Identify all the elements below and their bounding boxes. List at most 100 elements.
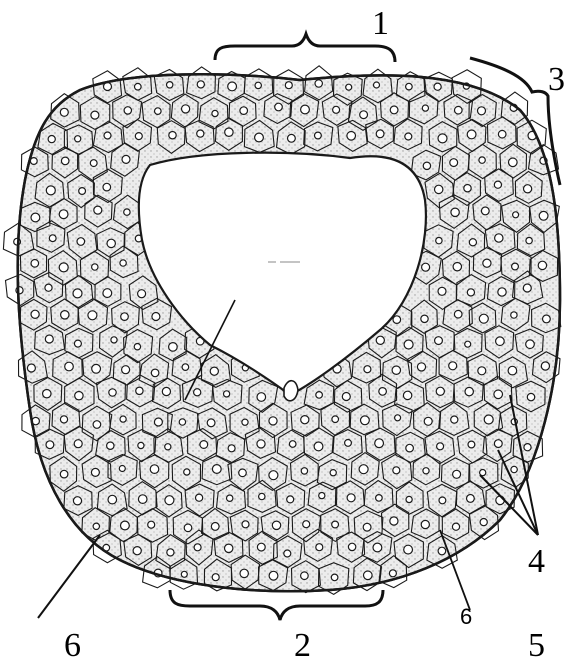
- cell-nucleus: [449, 362, 457, 370]
- cell-nucleus: [423, 468, 429, 474]
- cell-nucleus: [182, 105, 190, 113]
- cell-nucleus: [242, 419, 248, 425]
- cell-nucleus: [454, 310, 462, 318]
- cell-nucleus: [120, 260, 126, 266]
- cell-nucleus: [363, 523, 371, 531]
- cell-nucleus: [513, 212, 519, 218]
- cell-nucleus: [184, 524, 192, 532]
- cell-nucleus: [404, 340, 413, 349]
- cell-nucleus: [107, 442, 114, 449]
- cell-nucleus: [212, 574, 219, 581]
- cell-nucleus: [509, 158, 518, 167]
- cell-nucleus: [60, 470, 68, 478]
- cell-nucleus: [257, 440, 265, 448]
- cell-nucleus: [74, 340, 81, 347]
- cell-nucleus: [301, 468, 307, 474]
- cell-nucleus: [182, 364, 189, 371]
- cell-nucleus: [60, 108, 68, 116]
- cell-nucleus: [148, 521, 155, 528]
- cell-nucleus: [104, 132, 111, 139]
- cell-nucleus: [451, 208, 459, 216]
- cell-nucleus: [301, 572, 309, 580]
- cell-nucleus: [138, 442, 144, 448]
- cell-nucleus: [212, 110, 218, 116]
- cell-nucleus: [285, 82, 292, 89]
- cell-nucleus: [395, 415, 401, 421]
- cell-nucleus: [316, 392, 323, 399]
- cell-nucleus: [31, 213, 40, 222]
- cell-nucleus: [393, 316, 401, 324]
- cell-nucleus: [150, 465, 159, 474]
- cell-nucleus: [316, 544, 323, 551]
- cell-nucleus: [255, 82, 261, 88]
- cell-nucleus: [133, 547, 141, 555]
- cell-nucleus: [284, 550, 291, 557]
- cell-nucleus: [451, 416, 458, 423]
- cell-nucleus: [93, 421, 101, 429]
- cell-nucleus: [121, 521, 130, 530]
- label-1: 1: [372, 5, 389, 42]
- cell-nucleus: [138, 290, 146, 298]
- cell-nucleus: [242, 521, 249, 528]
- cell-nucleus: [60, 416, 67, 423]
- cell-nucleus: [269, 571, 278, 580]
- cell-nucleus: [75, 392, 83, 400]
- cell-nucleus: [421, 520, 429, 528]
- cell-nucleus: [165, 496, 174, 505]
- cell-nucleus: [169, 343, 178, 352]
- cell-nucleus: [453, 470, 461, 478]
- cell-nucleus: [345, 440, 352, 447]
- label-5: 5: [528, 627, 545, 662]
- cell-nucleus: [301, 105, 310, 114]
- cell-nucleus: [109, 389, 116, 396]
- label-6: 6: [64, 627, 81, 662]
- cell-nucleus: [393, 467, 400, 474]
- cell-nucleus: [438, 134, 447, 143]
- cell-nucleus: [364, 571, 373, 580]
- cell-nucleus: [455, 106, 463, 114]
- cell-nucleus: [511, 466, 517, 472]
- cell-nucleus: [77, 238, 85, 246]
- cell-nucleus: [65, 362, 74, 371]
- cell-nucleus: [121, 313, 129, 321]
- cell-nucleus: [479, 157, 485, 163]
- cell-nucleus: [46, 441, 54, 449]
- cell-nucleus: [465, 387, 473, 395]
- cell-nucleus: [59, 210, 68, 219]
- cell-nucleus: [108, 495, 117, 504]
- cell-nucleus: [210, 367, 218, 375]
- cell-nucleus: [27, 364, 35, 372]
- cell-nucleus: [434, 83, 441, 90]
- cell-nucleus: [75, 136, 81, 142]
- cell-nucleus: [538, 261, 546, 269]
- cell-nucleus: [207, 419, 215, 427]
- cell-nucleus: [30, 158, 37, 165]
- cell-nucleus: [360, 111, 368, 119]
- cell-nucleus: [92, 364, 101, 373]
- cell-nucleus: [167, 82, 173, 88]
- cell-nucleus: [524, 444, 531, 451]
- cell-nucleus: [422, 105, 428, 111]
- cell-nucleus: [452, 523, 459, 530]
- bracket-1: [215, 34, 395, 62]
- cell-nucleus: [240, 569, 248, 577]
- cell-nucleus: [287, 496, 294, 503]
- cell-nucleus: [406, 83, 413, 90]
- cell-nucleus: [453, 263, 461, 271]
- cell-nucleus: [91, 111, 99, 119]
- cell-nucleus: [184, 469, 190, 475]
- cell-nucleus: [523, 284, 531, 292]
- cell-nucleus: [332, 416, 339, 423]
- cell-nucleus: [165, 444, 171, 450]
- cell-nucleus: [122, 155, 130, 163]
- cell-nucleus: [138, 495, 147, 504]
- cell-nucleus: [93, 523, 99, 529]
- cell-nucleus: [375, 439, 384, 448]
- cell-nucleus: [508, 366, 517, 375]
- cell-nucleus: [483, 259, 491, 267]
- label-4: 4: [528, 543, 545, 580]
- cell-nucleus: [539, 211, 548, 220]
- cell-nucleus: [197, 81, 204, 88]
- cell-nucleus: [154, 418, 162, 426]
